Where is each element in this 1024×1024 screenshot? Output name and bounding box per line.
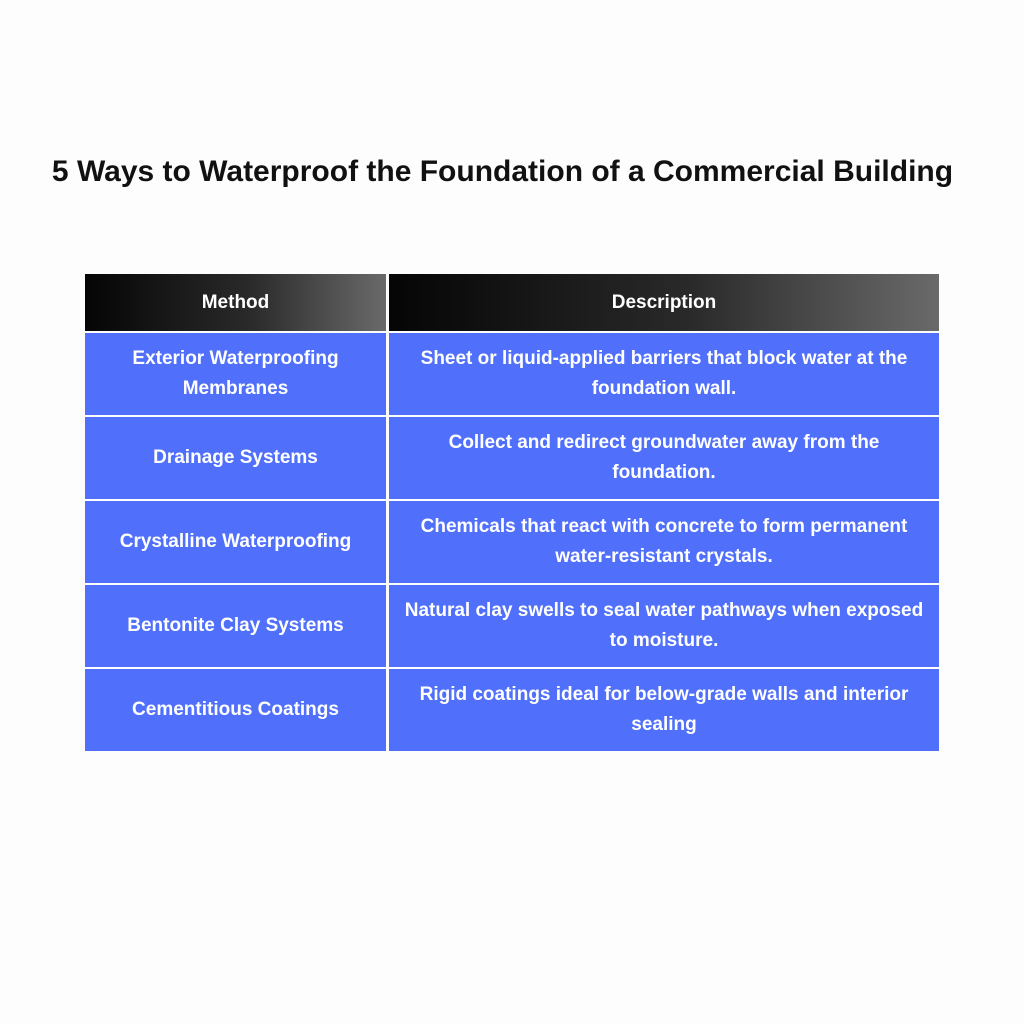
methods-table: Method Description Exterior Waterproofin… bbox=[85, 274, 939, 751]
method-cell: Bentonite Clay Systems bbox=[85, 583, 389, 667]
description-cell: Chemicals that react with concrete to fo… bbox=[389, 499, 939, 583]
table-row: Crystalline Waterproofing Chemicals that… bbox=[85, 499, 939, 583]
description-cell: Sheet or liquid-applied barriers that bl… bbox=[389, 331, 939, 415]
table-body: Exterior Waterproofing Membranes Sheet o… bbox=[85, 331, 939, 751]
method-cell: Crystalline Waterproofing bbox=[85, 499, 389, 583]
table-row: Exterior Waterproofing Membranes Sheet o… bbox=[85, 331, 939, 415]
description-cell: Rigid coatings ideal for below-grade wal… bbox=[389, 667, 939, 751]
table-row: Drainage Systems Collect and redirect gr… bbox=[85, 415, 939, 499]
table-row: Cementitious Coatings Rigid coatings ide… bbox=[85, 667, 939, 751]
column-header-description: Description bbox=[389, 274, 939, 331]
method-cell: Drainage Systems bbox=[85, 415, 389, 499]
table-header: Method Description bbox=[85, 274, 939, 331]
description-cell: Natural clay swells to seal water pathwa… bbox=[389, 583, 939, 667]
column-header-method: Method bbox=[85, 274, 389, 331]
table-row: Bentonite Clay Systems Natural clay swel… bbox=[85, 583, 939, 667]
method-cell: Exterior Waterproofing Membranes bbox=[85, 331, 389, 415]
page-title: 5 Ways to Waterproof the Foundation of a… bbox=[51, 155, 954, 188]
description-cell: Collect and redirect groundwater away fr… bbox=[389, 415, 939, 499]
table-header-row: Method Description bbox=[85, 274, 939, 331]
method-cell: Cementitious Coatings bbox=[85, 667, 389, 751]
